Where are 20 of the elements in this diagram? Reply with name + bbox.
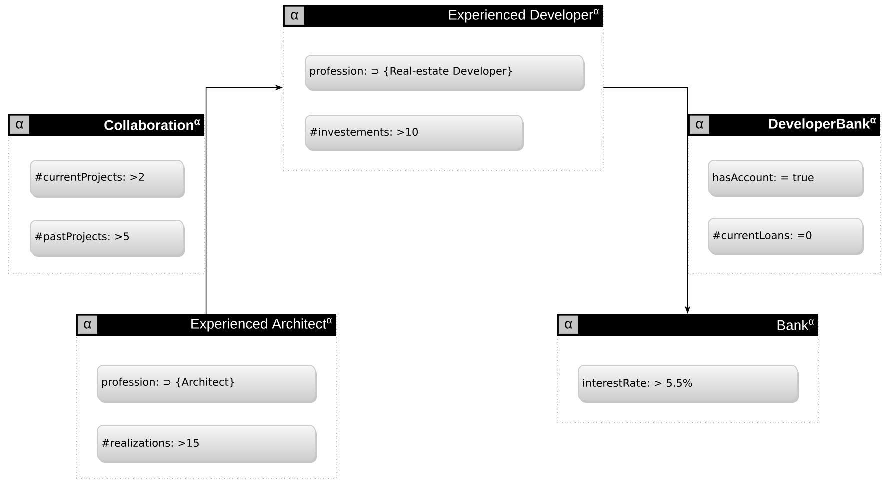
attribute-pill: profession: ⊃ {Real-estate Developer} [305, 55, 585, 91]
type-badge: α [78, 316, 98, 334]
attribute-pill: interestRate: > 5.5% [578, 365, 799, 403]
box-title: Collaboration$^{α}$ [104, 120, 200, 130]
attribute-pill: #currentLoans: =0 [708, 218, 864, 255]
attribute-pill: profession: ⊃ {Architect} [97, 365, 317, 403]
attribute-pill: #investements: >10 [305, 115, 524, 151]
type-badge: α [690, 116, 710, 134]
box-title: Experienced Architect$^{α}$ [192, 318, 332, 332]
type-badge: α [10, 116, 30, 134]
concept-box [557, 314, 819, 423]
box-title: Experienced Developer$^{α}$ [449, 9, 600, 23]
box-title: DeveloperBank$^{α}$ [769, 118, 876, 132]
attribute-pill: #pastProjects: >5 [30, 220, 185, 257]
attribute-pill: #realizations: >15 [97, 425, 317, 463]
type-badge: α [559, 316, 578, 334]
attribute-pill: #currentProjects: >2 [30, 160, 185, 198]
attribute-pill: hasAccount: = true [708, 160, 864, 197]
box-title: Bank$^{α}$ [778, 320, 814, 330]
type-badge: α [285, 6, 304, 26]
